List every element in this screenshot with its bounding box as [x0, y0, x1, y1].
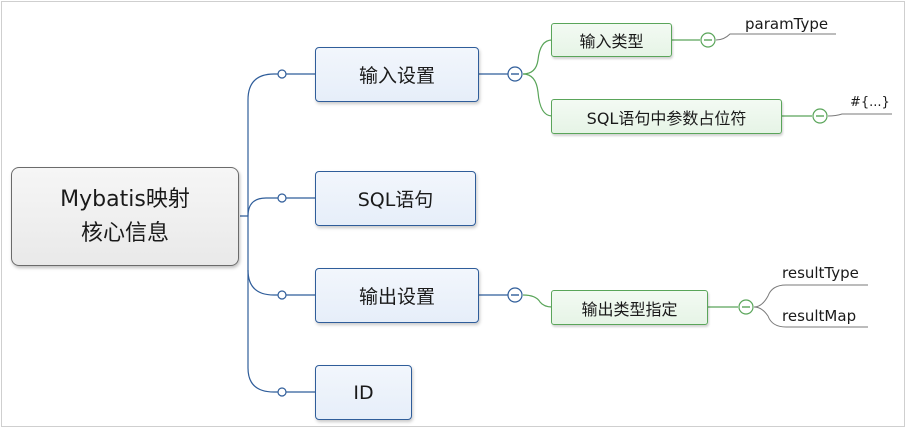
collapse-icon-input-type[interactable]	[700, 32, 716, 48]
leaf-resultmap[interactable]: resultMap	[782, 307, 857, 325]
root-connectors	[240, 73, 316, 393]
leaf-line-paramtype	[715, 33, 836, 41]
branch-output-settings[interactable]: 输出设置	[315, 268, 479, 323]
root-node[interactable]: Mybatis映射 核心信息	[11, 167, 239, 266]
connector-input-type	[522, 39, 553, 75]
branch-input-settings-label: 输入设置	[358, 65, 435, 87]
root-label-line2: 核心信息	[80, 220, 169, 246]
leaf-resulttype[interactable]: resultType	[782, 264, 859, 282]
connector-sql	[247, 197, 282, 217]
leaf-line-resultmap	[753, 306, 868, 328]
collapse-icon-output[interactable]	[507, 287, 523, 303]
sub-connectors	[522, 39, 812, 308]
root-label-line1: Mybatis映射	[60, 186, 190, 212]
connector-input	[240, 73, 282, 217]
leaf-line-placeholder	[827, 113, 892, 117]
leaf-paramtype[interactable]: paramType	[745, 15, 829, 33]
sub-input-type-label: 输入类型	[579, 32, 644, 51]
connector-id	[247, 270, 282, 393]
branch-sql-statement-label: SQL语句	[357, 189, 434, 211]
branch-id-label: ID	[353, 381, 374, 404]
dot-output	[277, 290, 287, 300]
collapse-icon-input[interactable]	[507, 66, 523, 82]
leaf-placeholder-syntax[interactable]: #{...}	[850, 95, 890, 110]
sub-sql-placeholder-label: SQL语句中参数占位符	[586, 108, 747, 128]
branch-input-settings[interactable]: 输入设置	[315, 47, 479, 102]
collapse-icon-output-type[interactable]	[738, 299, 754, 315]
leaf-lines	[715, 33, 892, 328]
dot-input	[277, 69, 287, 79]
root-label: Mybatis映射 核心信息	[60, 183, 190, 251]
branch-id[interactable]: ID	[315, 365, 412, 420]
sub-input-type[interactable]: 输入类型	[551, 23, 672, 57]
collapse-icon-placeholder[interactable]	[812, 108, 828, 124]
branch-sql-statement[interactable]: SQL语句	[315, 171, 476, 226]
connector-input-placeholder	[522, 73, 553, 117]
leaf-line-resulttype	[753, 284, 868, 308]
connector-output	[247, 216, 282, 296]
dot-sql	[277, 193, 287, 203]
dot-id	[277, 387, 287, 397]
collapse-toggles	[507, 32, 828, 315]
sub-output-type-label: 输出类型指定	[581, 299, 678, 319]
sub-sql-placeholder[interactable]: SQL语句中参数占位符	[551, 99, 782, 134]
branch-output-settings-label: 输出设置	[358, 286, 435, 308]
sub-output-type[interactable]: 输出类型指定	[551, 290, 708, 325]
connector-output-type	[522, 294, 553, 308]
